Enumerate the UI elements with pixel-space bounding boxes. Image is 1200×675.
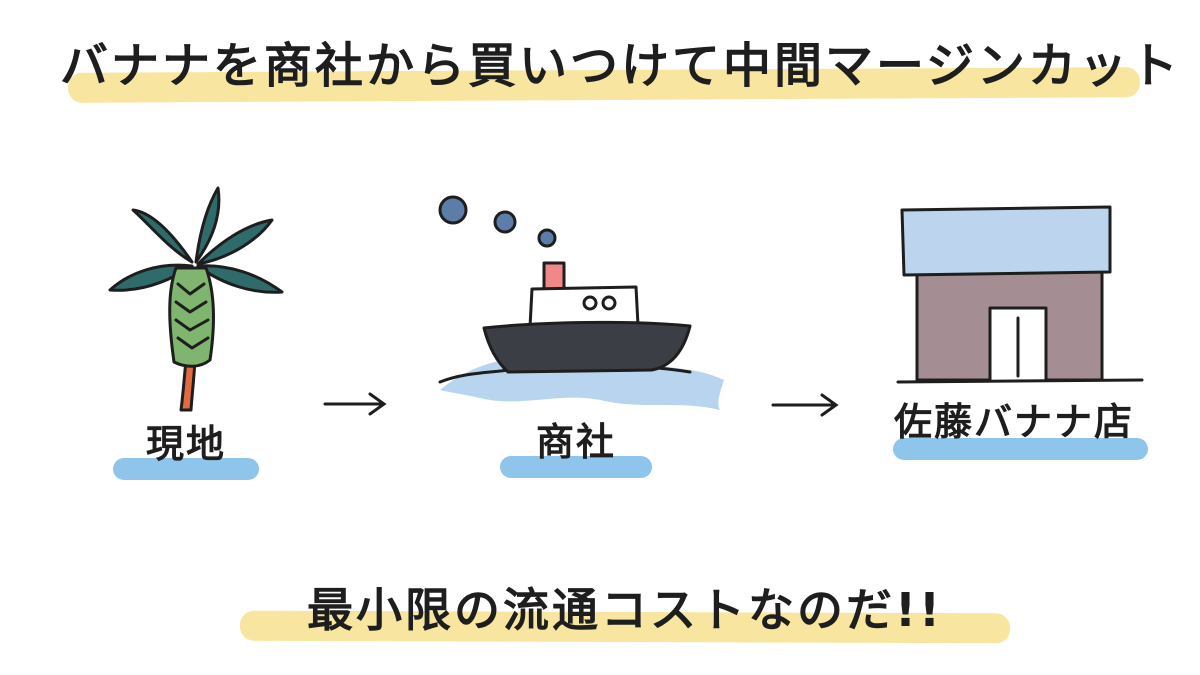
store-door — [988, 306, 1048, 382]
smoke-puff-medium — [493, 210, 517, 234]
label-highlight-origin — [113, 458, 259, 480]
label-highlight-store — [893, 438, 1148, 460]
building-roof — [900, 205, 1112, 277]
diagram-title: バナナを商社から買いつけて中間マージンカット — [60, 38, 1182, 94]
stage-label-store: 佐藤バナナ店 — [893, 400, 1134, 444]
stage-label-trading-company: 商社 — [535, 420, 616, 464]
arrow-right-icon — [323, 392, 387, 416]
footer-caption: 最小限の流通コストなのだ!! — [307, 583, 943, 637]
arrow-right-icon — [771, 393, 839, 417]
label-highlight-trader — [500, 456, 652, 478]
palm-tree-icon — [108, 186, 284, 412]
smoke-puff-large — [438, 195, 468, 225]
stage-label-origin: 現地 — [145, 422, 226, 466]
ship-icon — [438, 195, 724, 410]
smoke-puff-small — [537, 228, 557, 248]
store-building-icon — [896, 205, 1144, 384]
ground-line — [896, 378, 1144, 384]
